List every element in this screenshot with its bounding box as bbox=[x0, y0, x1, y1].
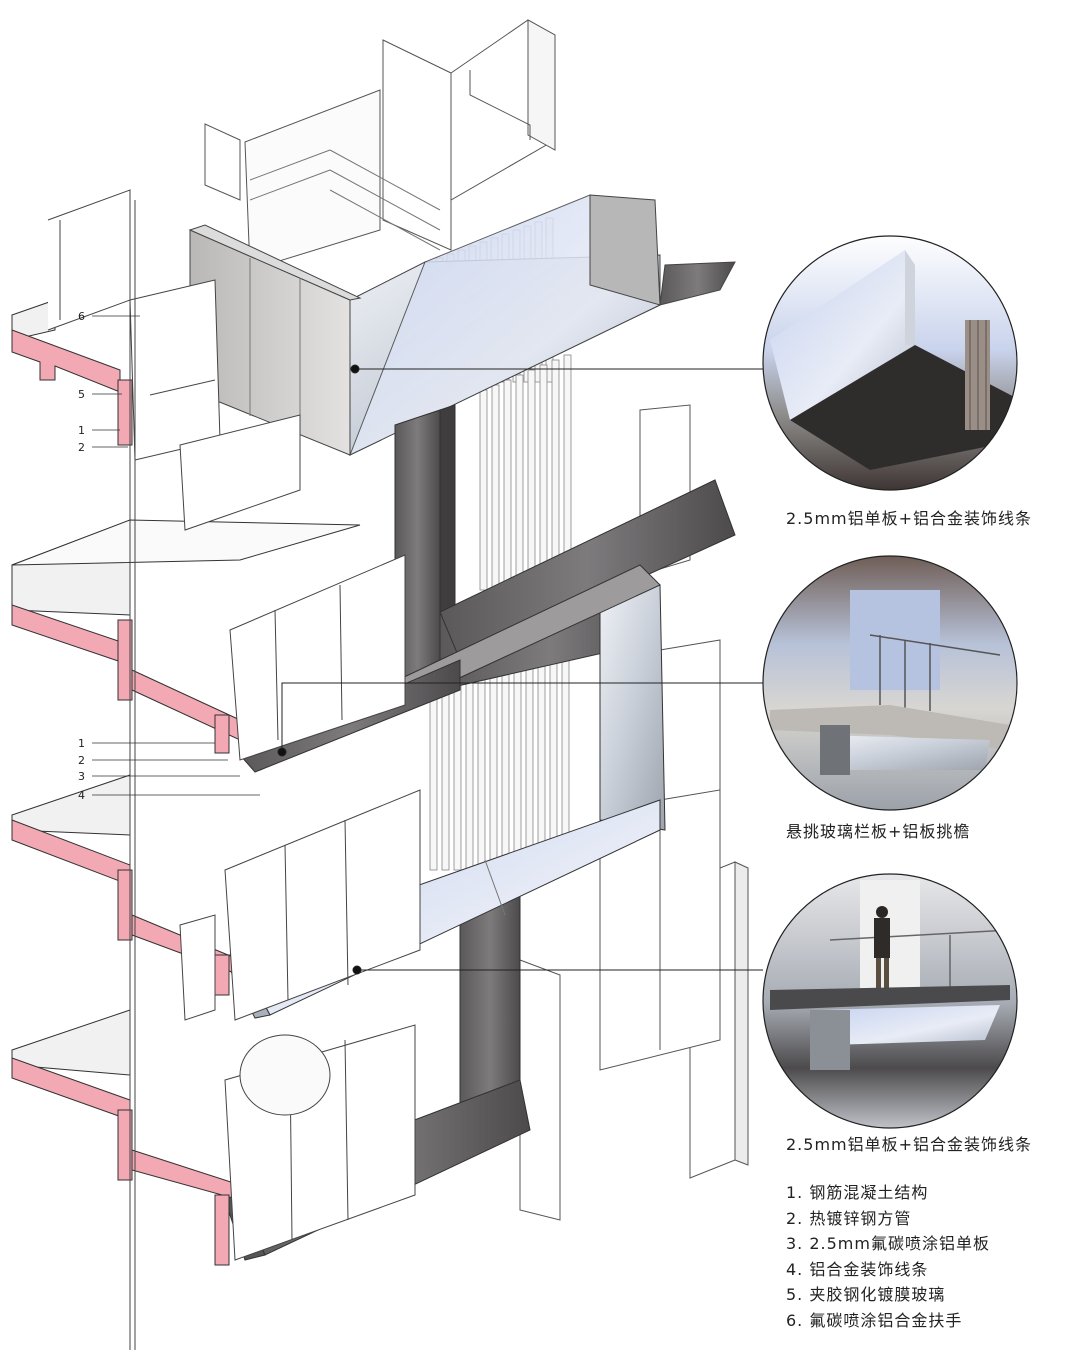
callout-upper-2: 2 bbox=[78, 441, 85, 454]
person-figure bbox=[874, 906, 890, 998]
top-aluminum-box bbox=[188, 194, 736, 457]
caption-photo-1: 2.5mm铝单板+铝合金装饰线条 bbox=[786, 509, 1033, 528]
callout-lower-4: 4 bbox=[78, 789, 85, 802]
glass-railings bbox=[47, 189, 421, 1350]
callout-lower-3: 3 bbox=[78, 770, 85, 783]
callout-lower-1: 1 bbox=[78, 737, 85, 750]
caption-photo-2: 悬挑玻璃栏板+铝板挑檐 bbox=[786, 822, 971, 841]
building-background-lines bbox=[204, 19, 749, 1221]
detail-photo-3 bbox=[762, 873, 1018, 1129]
callout-lower-2: 2 bbox=[78, 754, 85, 767]
leader-lines bbox=[277, 364, 763, 975]
detail-photo-2 bbox=[762, 555, 1018, 811]
callout-upper-1: 1 bbox=[78, 424, 85, 437]
legend-item-6: 6. 氟碳喷涂铝合金扶手 bbox=[786, 1310, 963, 1330]
legend-item-3: 3. 2.5mm氟碳喷涂铝单板 bbox=[786, 1234, 990, 1253]
callout-upper-5: 5 bbox=[78, 388, 85, 401]
materials-legend: 1. 钢筋混凝土结构 2. 热镀锌钢方管 3. 2.5mm氟碳喷涂铝单板 4. … bbox=[786, 1180, 990, 1333]
legend-item-5: 5. 夹胶钢化镀膜玻璃 bbox=[786, 1285, 946, 1304]
section-callout-numbers: 6 5 1 2 1 2 3 4 bbox=[78, 310, 85, 802]
dark-vertical-column bbox=[394, 404, 666, 1161]
caption-photo-3: 2.5mm铝单板+铝合金装饰线条 bbox=[786, 1135, 1033, 1154]
callout-upper-6: 6 bbox=[78, 310, 85, 323]
section-callouts bbox=[92, 315, 260, 796]
legend-item-1: 1. 钢筋混凝土结构 bbox=[786, 1183, 929, 1202]
legend-item-4: 4. 铝合金装饰线条 bbox=[786, 1259, 929, 1279]
detail-photo-1 bbox=[762, 235, 1018, 491]
legend-item-2: 2. 热镀锌钢方管 bbox=[786, 1208, 912, 1228]
